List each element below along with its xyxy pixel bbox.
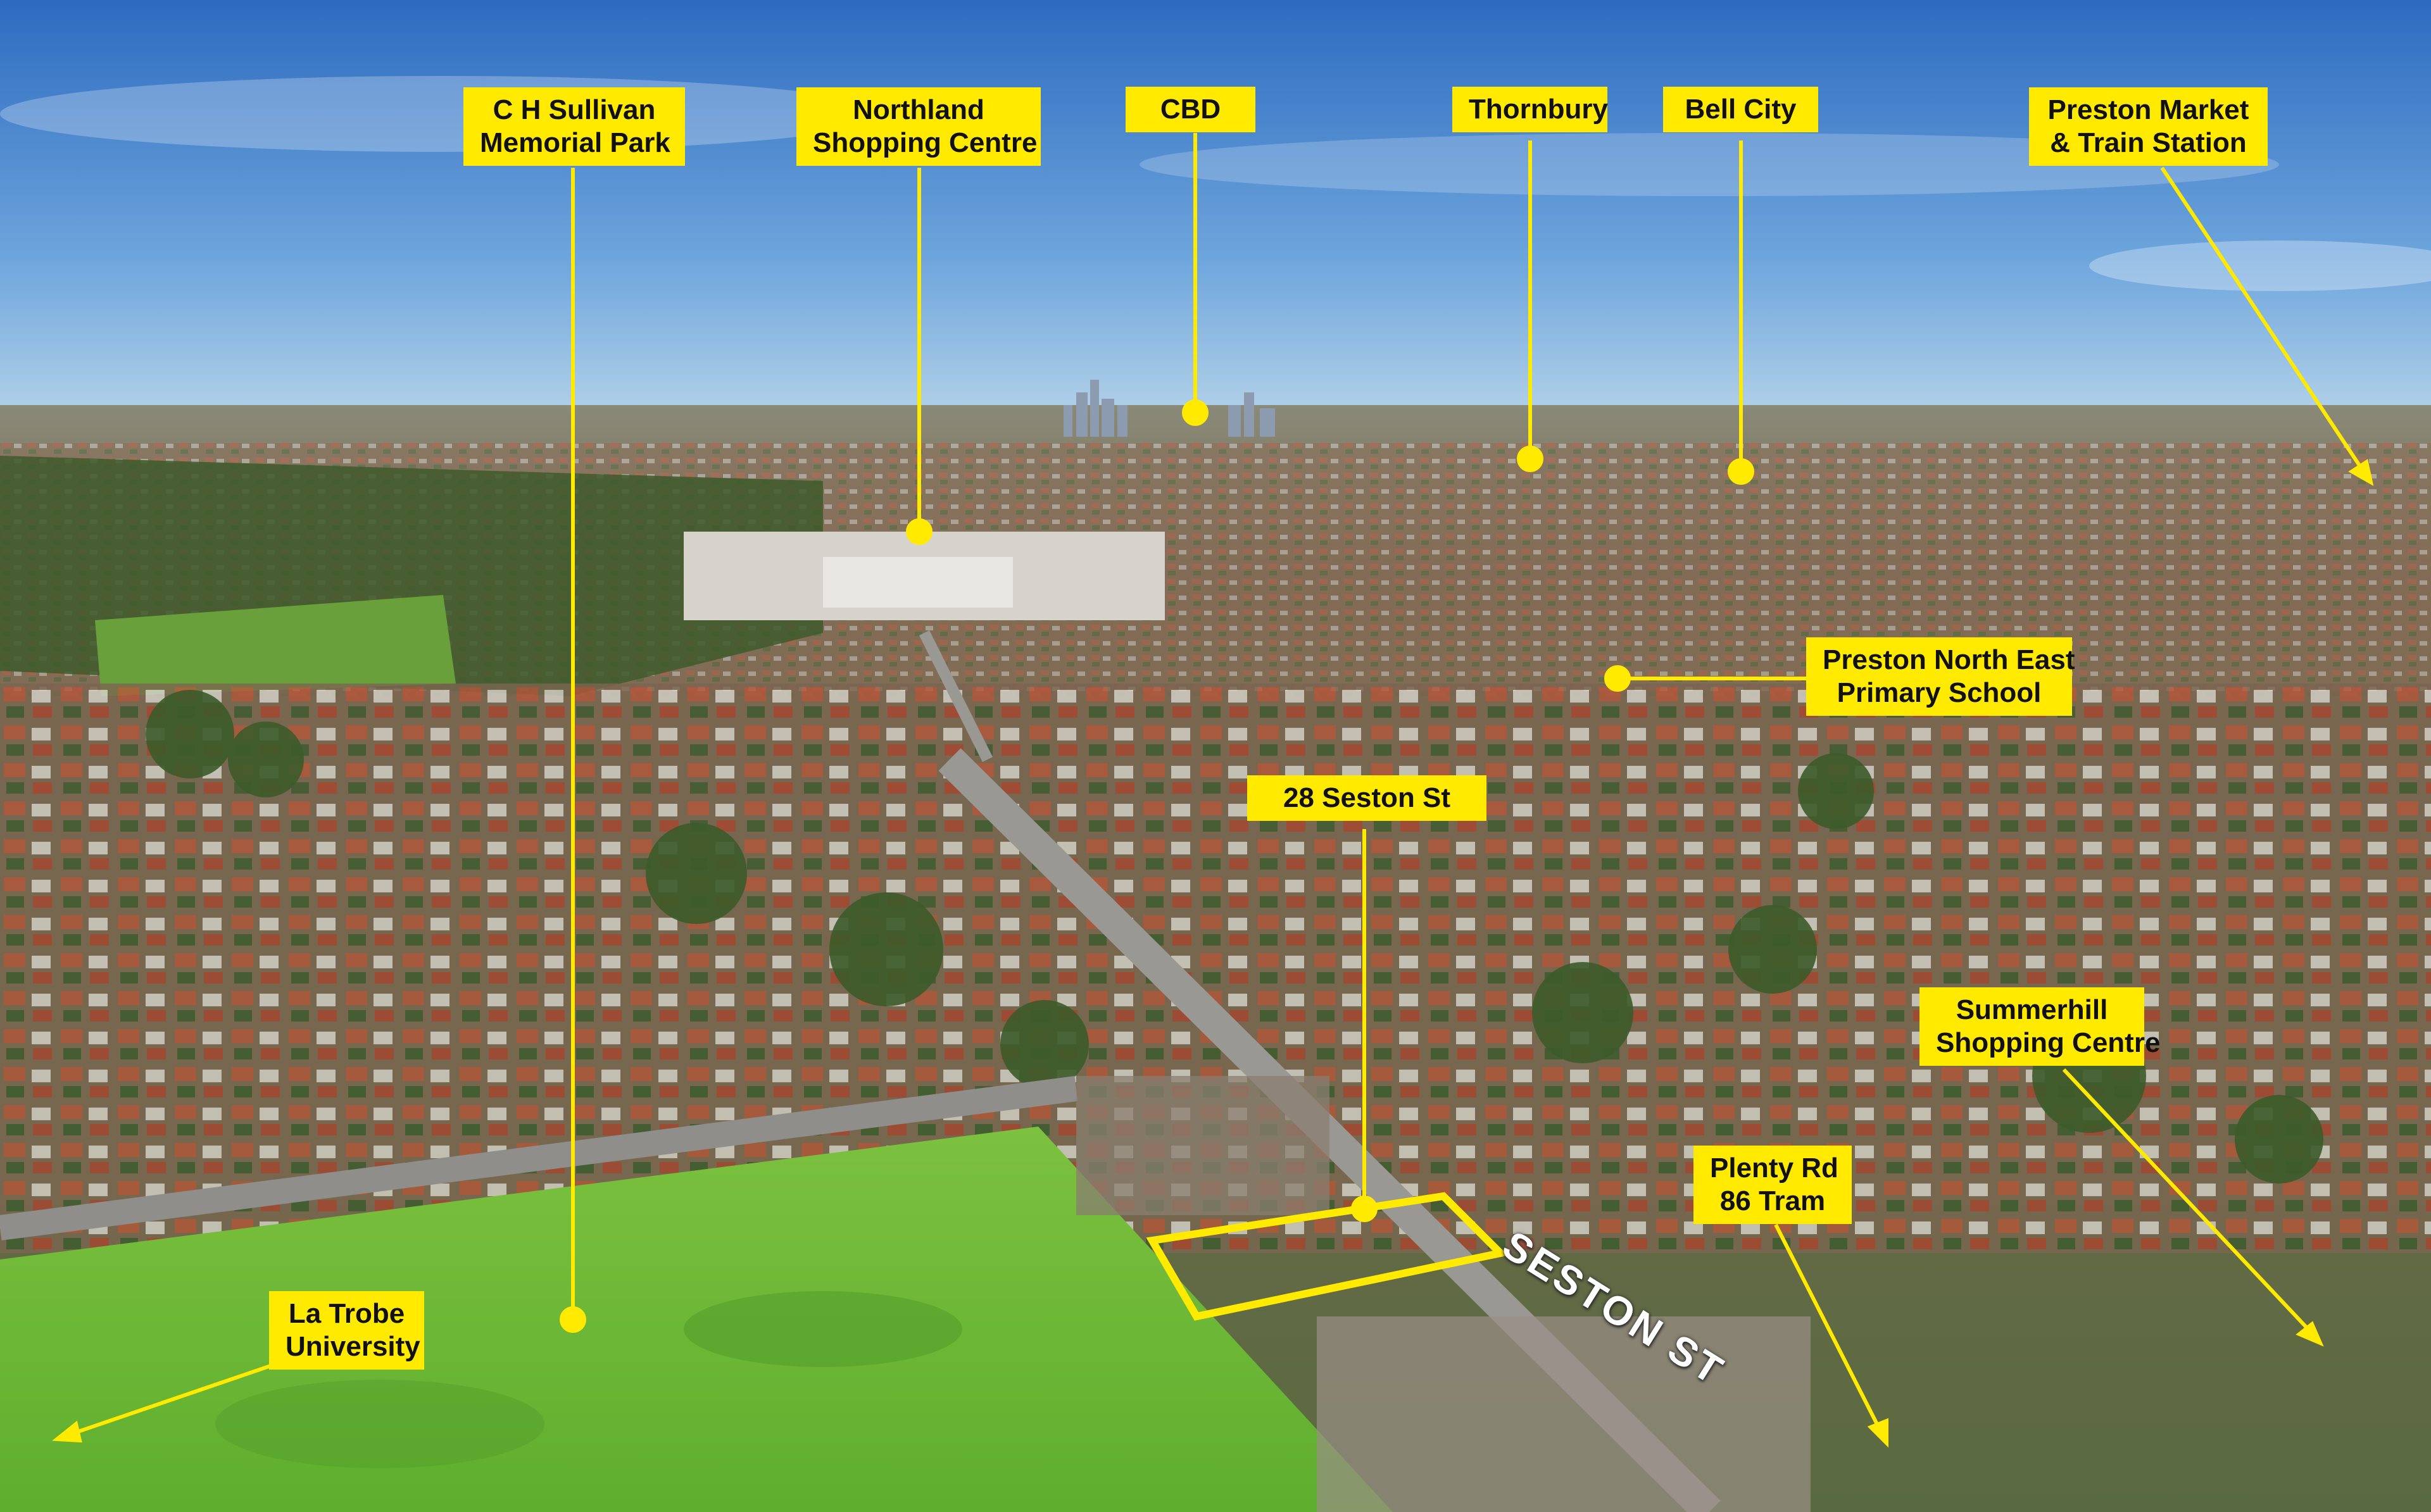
label-summerhill: Summerhill Shopping Centre — [1919, 987, 2160, 1066]
label-primary-school: Preston North East Primary School — [1806, 637, 2075, 716]
label-la-trobe: La Trobe University — [269, 1291, 424, 1370]
label-bell-city: Bell City — [1663, 87, 1818, 132]
label-28-seston-st: 28 Seston St — [1247, 775, 1486, 821]
label-cbd: CBD — [1126, 87, 1255, 132]
label-ch-sullivan-park: C H Sullivan Memorial Park — [463, 87, 685, 166]
label-northland: Northland Shopping Centre — [796, 87, 1041, 166]
label-thornbury: Thornbury — [1452, 87, 1608, 132]
label-plenty-rd: Plenty Rd 86 Tram — [1693, 1146, 1852, 1224]
label-preston-market: Preston Market & Train Station — [2029, 87, 2268, 166]
